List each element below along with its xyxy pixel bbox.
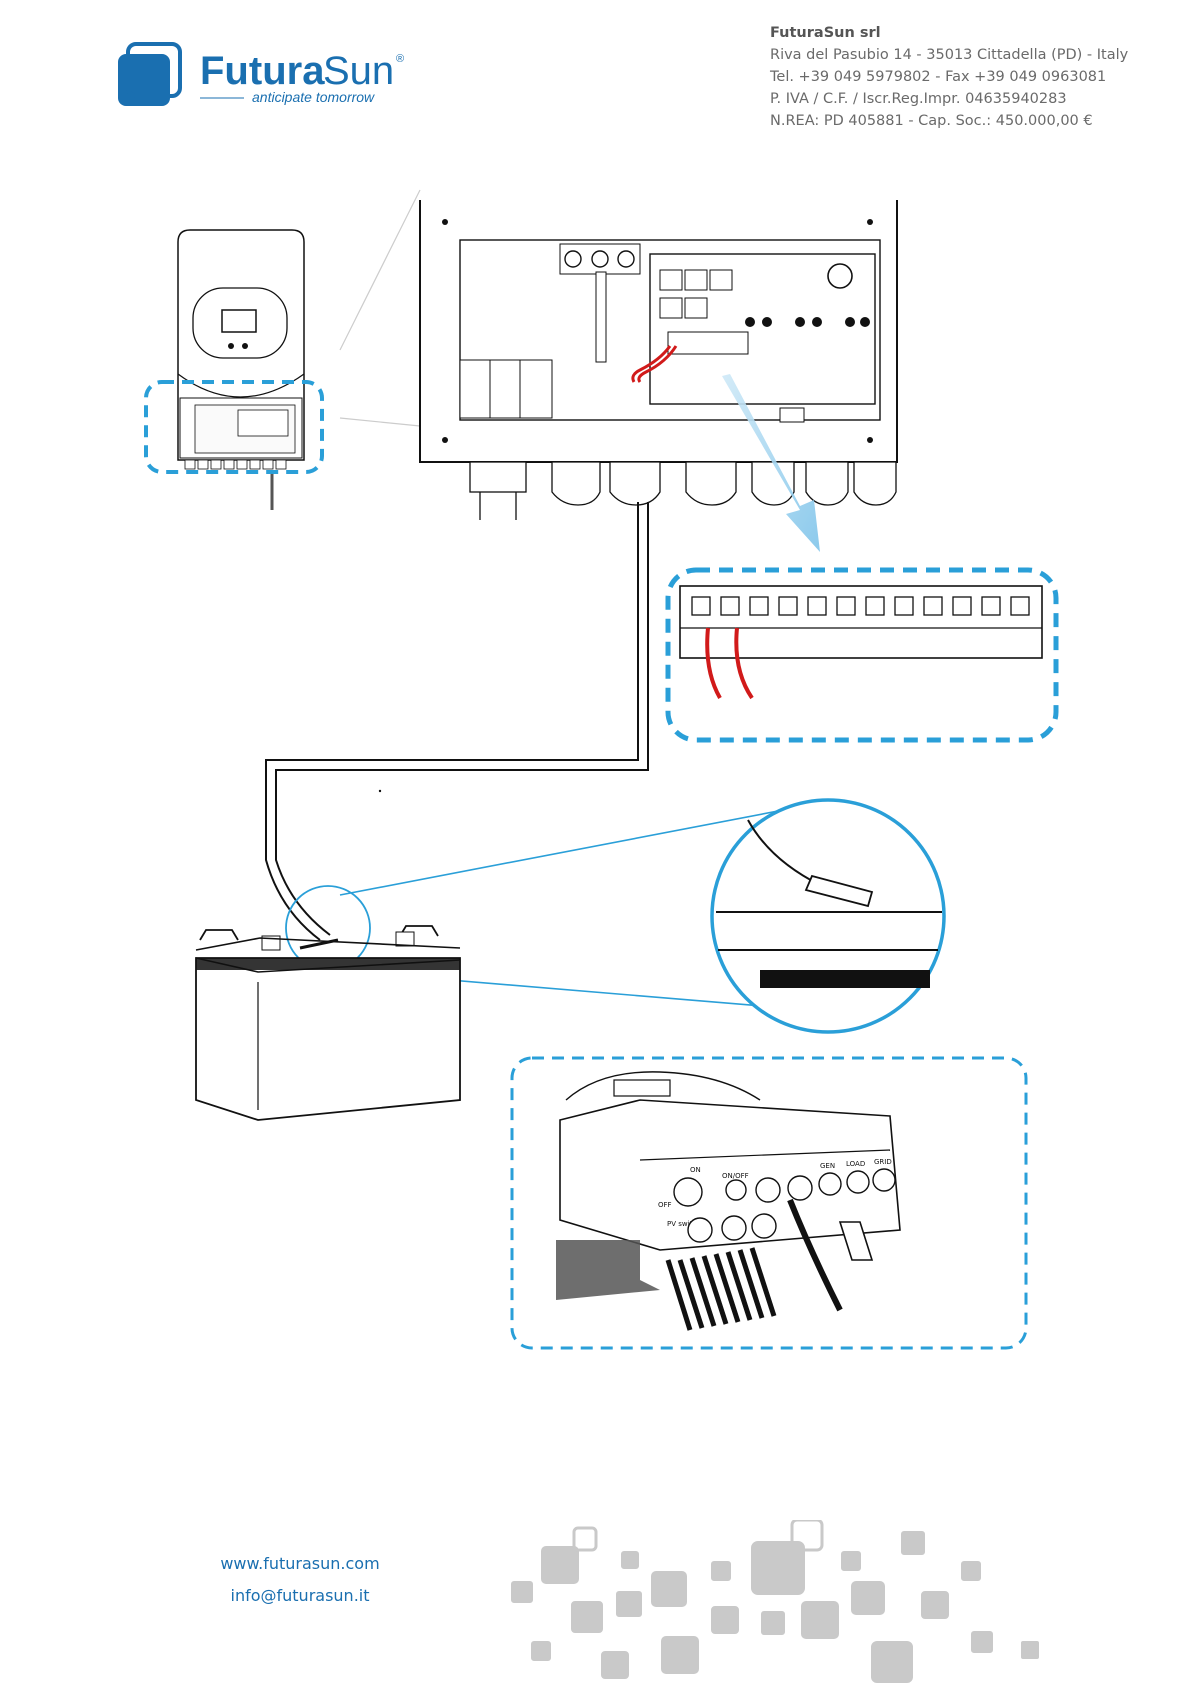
label-pv-switch: PV switch bbox=[667, 1220, 701, 1228]
logo-text-main: Futura bbox=[200, 49, 325, 93]
futurasun-logo: Futura Sun ® anticipate tomorrow bbox=[118, 42, 404, 106]
zoom-arrow bbox=[722, 374, 820, 552]
bottom-view-callout-box bbox=[510, 1056, 1028, 1350]
footer-decorative-squares bbox=[509, 1520, 1041, 1685]
zoom-line-top bbox=[339, 189, 421, 351]
company-phone: Tel. +39 049 5979802 - Fax +39 049 09630… bbox=[770, 69, 1107, 85]
label-on: ON bbox=[690, 1166, 701, 1174]
battery-temperature-sensor-diagram: OFF ON ON/OFF PV switch GEN LOAD GRID bbox=[144, 189, 1059, 1350]
logo-text-accent: Sun bbox=[323, 49, 394, 93]
company-address: Riva del Pasubio 14 - 35013 Cittadella (… bbox=[770, 47, 1129, 63]
label-gen: GEN bbox=[820, 1162, 835, 1170]
sensor-magnifier bbox=[285, 798, 946, 1034]
company-rea: N.REA: PD 405881 - Cap. Soc.: 450.000,00… bbox=[770, 113, 1093, 129]
company-info: FuturaSun srl Riva del Pasubio 14 - 3501… bbox=[770, 22, 1180, 132]
zoom-line-bottom bbox=[339, 417, 421, 427]
terminal-block-detail bbox=[665, 567, 1059, 743]
label-off: OFF bbox=[658, 1201, 672, 1209]
footer-website-link[interactable]: www.futurasun.com bbox=[220, 1554, 380, 1573]
label-on-off: ON/OFF bbox=[722, 1172, 749, 1180]
footer-links: www.futurasun.com info@futurasun.it bbox=[200, 1548, 400, 1612]
stray-dot bbox=[378, 789, 382, 793]
label-load: LOAD bbox=[846, 1160, 865, 1168]
battery bbox=[195, 925, 461, 1121]
logo-square-back bbox=[118, 54, 170, 106]
logo-tagline: anticipate tomorrow bbox=[252, 89, 375, 105]
temperature-sensor-cable bbox=[265, 502, 649, 941]
logo-registered: ® bbox=[396, 53, 404, 65]
company-vat: P. IVA / C.F. / Iscr.Reg.Impr. 046359402… bbox=[770, 91, 1067, 107]
logo-square-front bbox=[126, 42, 182, 98]
overview-callout-box bbox=[144, 380, 324, 474]
inverter-wiring-compartment bbox=[419, 200, 898, 520]
label-grid: GRID bbox=[874, 1158, 892, 1166]
inverter-bottom-view: OFF ON ON/OFF PV switch GEN LOAD GRID bbox=[510, 1056, 1028, 1350]
terminal-callout-box bbox=[665, 567, 1059, 743]
footer-email-link[interactable]: info@futurasun.it bbox=[230, 1586, 370, 1605]
company-name: FuturaSun srl bbox=[770, 25, 881, 41]
inverter-overview bbox=[144, 229, 324, 510]
